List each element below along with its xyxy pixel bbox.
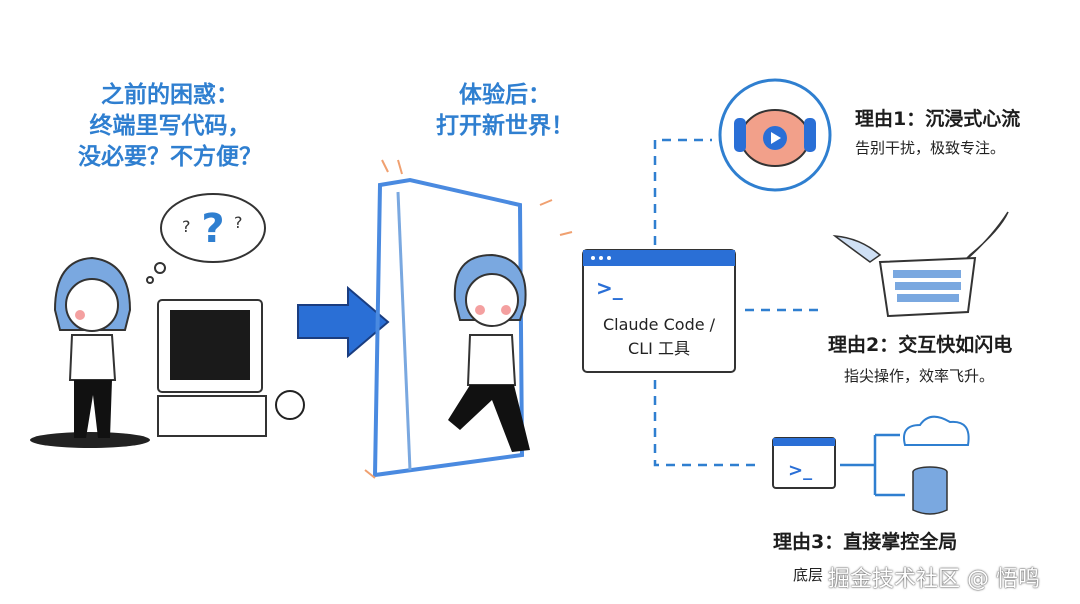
reason-2: 理由2：交互快如闪电 指尖操作，效率飞升。 xyxy=(828,330,1012,386)
terminal-window-icon xyxy=(582,249,736,373)
after-line: 体验后： xyxy=(459,82,551,108)
after-caption: 体验后： 打开新世界！ xyxy=(410,80,600,142)
reason-subtitle: 告别干扰，极致专注。 xyxy=(855,139,1006,157)
before-caption: 之前的困惑： 终端里写代码， 没必要？不方便？ xyxy=(60,80,280,173)
brain-headphones-icon xyxy=(718,78,832,192)
before-line: 终端里写代码， xyxy=(89,113,251,139)
svg-text:>_: >_ xyxy=(788,460,812,481)
reason-3: 理由3：直接掌控全局 底层 xyxy=(773,527,957,585)
window-line: Claude Code / xyxy=(602,315,716,334)
svg-text:?: ? xyxy=(234,213,243,232)
reason-title: 理由2：交互快如闪电 xyxy=(828,334,1013,356)
tangled-computer-icon xyxy=(157,299,305,437)
reason-subtitle: 底层 xyxy=(793,566,824,584)
thought-cloud-icon: ? ? ? xyxy=(146,193,266,284)
watermark: 掘金技术社区 @ 悟鸣 xyxy=(828,567,1040,592)
svg-text:?: ? xyxy=(182,217,191,236)
reason-subtitle: 指尖操作，效率飞升。 xyxy=(844,367,995,385)
happy-person-icon xyxy=(448,253,530,452)
confused-person-icon xyxy=(30,256,150,448)
svg-text:?: ? xyxy=(201,206,224,252)
window-line: CLI 工具 xyxy=(628,339,690,358)
reason-title: 理由1：沉浸式心流 xyxy=(855,108,1021,130)
arrow-right-icon xyxy=(297,285,390,359)
center-window-label: Claude Code / CLI 工具 xyxy=(583,313,735,361)
terminal-cloud-database-icon: >_ xyxy=(772,415,970,515)
after-line: 打开新世界！ xyxy=(436,113,574,139)
reason-title: 理由3：直接掌控全局 xyxy=(773,531,958,553)
before-line: 没必要？不方便？ xyxy=(78,144,262,170)
dashed-connectors xyxy=(653,138,825,467)
before-line: 之前的困惑： xyxy=(101,82,239,108)
winged-keyboard-icon xyxy=(832,211,1009,318)
open-door-icon xyxy=(364,159,573,479)
prompt-icon: >_ xyxy=(596,276,623,300)
reason-1: 理由1：沉浸式心流 告别干扰，极致专注。 xyxy=(855,104,1020,158)
